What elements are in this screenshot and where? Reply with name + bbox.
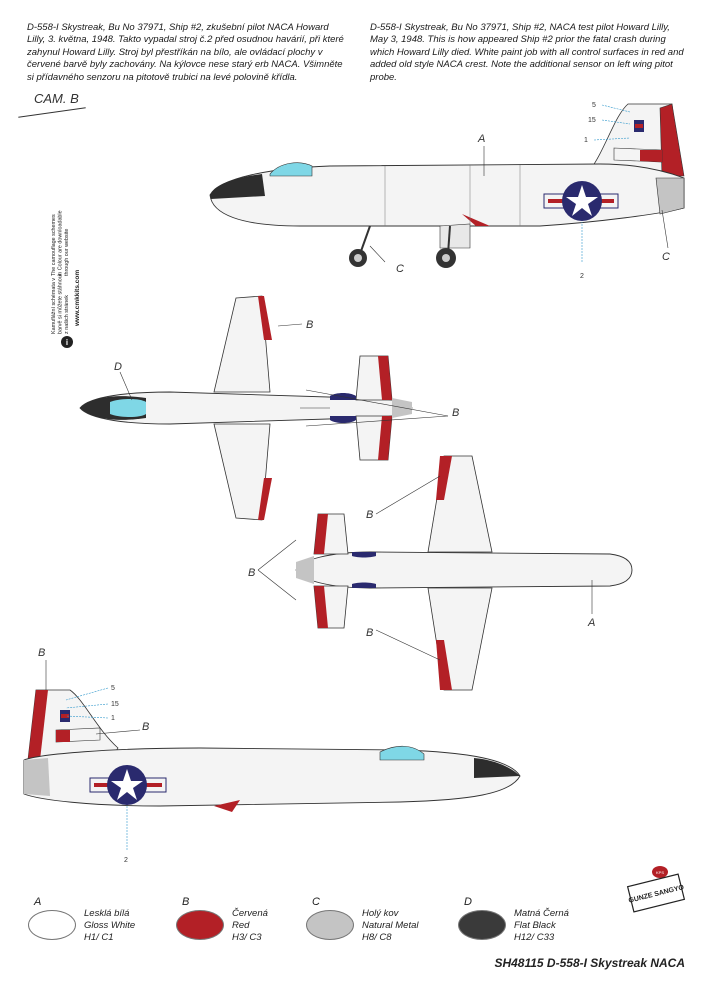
callout-d-top: D <box>114 361 122 373</box>
legend-en-a: Gloss White <box>84 920 136 931</box>
legend-letter-c: C <box>312 896 320 908</box>
callout-1-bottom: 1 <box>111 715 115 722</box>
callout-b-top-wing: B <box>306 319 313 331</box>
legend-en-d: Flat Black <box>514 920 556 931</box>
callout-15-bottom: 15 <box>111 701 119 708</box>
legend-cz-d: Matná Černá <box>514 908 569 919</box>
side-note-cz-2: barvě si můžete stáhnout <box>57 273 64 334</box>
top-view <box>79 295 449 521</box>
callout-c-tail: C <box>662 251 670 263</box>
side-note-url: www.cmkkits.com <box>74 270 81 327</box>
callout-c-gear: C <box>396 263 404 275</box>
callout-b-lower-fin: B <box>38 647 45 659</box>
legend-cz-b: Červená <box>232 908 268 919</box>
legend-code-c: H8/ C8 <box>362 932 392 943</box>
legend-en-b: Red <box>232 920 250 931</box>
callout-2-bottom: 2 <box>124 857 128 864</box>
gunze-sangyo-logo: KPS GUNZE SANGYO <box>626 866 685 913</box>
callout-5-top: 5 <box>592 102 596 109</box>
swatch-flat-black <box>458 910 506 940</box>
description-czech: D-558-I Skystreak, Bu No 37971, Ship #2,… <box>27 22 344 83</box>
legend-cz-c: Holý kov <box>362 908 399 919</box>
bottom-view <box>257 455 633 691</box>
callout-b-bottom-wing-top: B <box>366 509 373 521</box>
info-icon <box>61 336 73 348</box>
footer-title: SH48115 D-558-I Skystreak NACA <box>494 956 685 970</box>
callout-b-lower-stab: B <box>142 721 149 733</box>
legend-code-b: H3/ C3 <box>232 932 262 943</box>
callout-b-bottom-wing-low: B <box>366 627 373 639</box>
callout-15-top: 15 <box>588 117 596 124</box>
swatch-gloss-white <box>28 910 76 940</box>
legend-code-a: H1/ C1 <box>84 932 114 943</box>
legend-code-d: H12/ C33 <box>514 932 555 943</box>
callout-b-bottom-tail: B <box>248 567 255 579</box>
side-note-en-3: through our website <box>64 229 70 276</box>
legend-cz-a: Lesklá bílá <box>84 908 130 919</box>
side-note-en-2: in Colour are downloadable <box>58 210 64 276</box>
callout-a-bottom: A <box>587 617 595 629</box>
side-note-cz-1: Kamuflážní schémata v <box>51 278 57 334</box>
legend-letter-d: D <box>464 896 472 908</box>
description-english: D-558-I Skystreak, Bu No 37971, Ship #2,… <box>370 22 684 83</box>
legend-letter-b: B <box>182 896 190 908</box>
callout-1-top: 1 <box>584 137 588 144</box>
left-side-profile <box>23 660 521 850</box>
svg-text:i: i <box>66 338 68 347</box>
callout-5-bottom: 5 <box>111 685 115 692</box>
swatch-red <box>176 910 224 940</box>
callout-2-top: 2 <box>580 273 584 280</box>
right-side-profile <box>209 103 685 268</box>
camouflage-label: CAM. B <box>34 91 79 106</box>
callout-b-top-tail: B <box>452 407 459 419</box>
logo-top-text: KPS <box>656 870 664 875</box>
side-note-cz-3: z našich stránek <box>64 295 70 334</box>
side-note-en-1: The camouflage schemes <box>51 214 57 276</box>
legend-letter-a: A <box>34 896 42 908</box>
callout-a-side: A <box>477 133 485 145</box>
website-note: i Kamuflážní schémata v barvě si můžete … <box>45 178 89 350</box>
swatch-natural-metal <box>306 910 354 940</box>
legend-en-c: Natural Metal <box>362 920 419 931</box>
